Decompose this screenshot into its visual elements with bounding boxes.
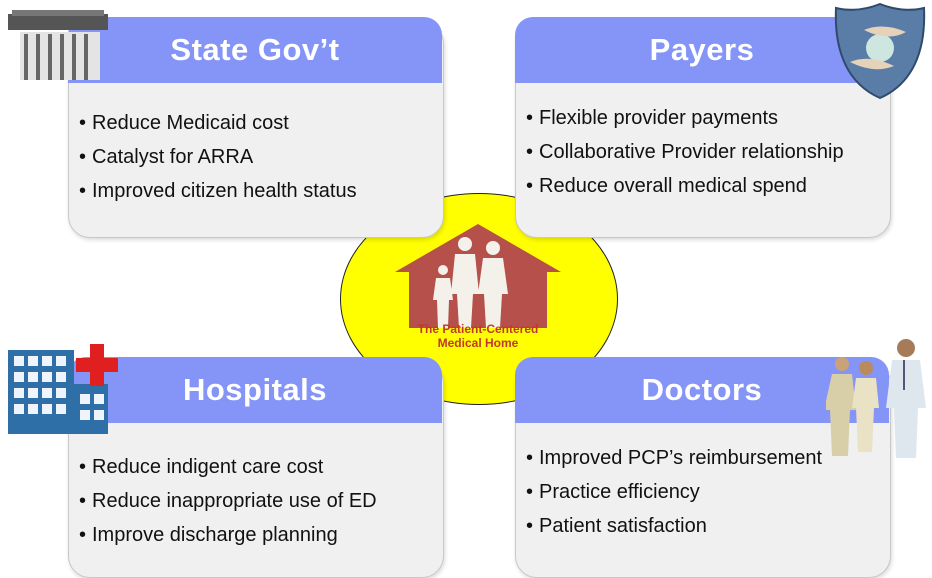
hospital-building-icon <box>8 344 118 434</box>
doctors-list: Improved PCP’s reimbursement Practice ef… <box>526 445 876 547</box>
state-gov-list: Reduce Medicaid cost Catalyst for ARRA I… <box>79 110 429 212</box>
list-item: Reduce inappropriate use of ED <box>79 488 434 514</box>
list-item: Improved PCP’s reimbursement <box>526 445 876 471</box>
medical-home-label: The Patient-Centered Medical Home <box>370 322 586 350</box>
list-item: Reduce overall medical spend <box>526 173 876 199</box>
doctors-banner: Doctors <box>515 357 889 423</box>
hospitals-list: Reduce indigent care cost Reduce inappro… <box>79 454 434 556</box>
hospitals-title: Hospitals <box>182 372 328 407</box>
list-item: Flexible provider payments <box>526 105 876 131</box>
hospitals-banner: Hospitals <box>68 357 442 423</box>
doctors-title: Doctors <box>641 372 763 407</box>
shield-hand-icon <box>834 2 926 100</box>
state-gov-title: State Gov’t <box>170 32 340 67</box>
list-item: Reduce indigent care cost <box>79 454 434 480</box>
payers-list: Flexible provider payments Collaborative… <box>526 105 876 207</box>
payers-banner: Payers <box>515 17 889 83</box>
list-item: Catalyst for ARRA <box>79 144 429 170</box>
list-item: Patient satisfaction <box>526 513 876 539</box>
medical-home-label-line1: The Patient-Centered <box>417 322 539 336</box>
list-item: Improve discharge planning <box>79 522 434 548</box>
list-item: Practice efficiency <box>526 479 876 505</box>
doctors-group-icon <box>826 339 926 458</box>
list-item: Reduce Medicaid cost <box>79 110 429 136</box>
house-icon <box>395 224 561 328</box>
list-item: Improved citizen health status <box>79 178 429 204</box>
list-item: Collaborative Provider relationship <box>526 139 876 165</box>
medical-home-label-line2: Medical Home <box>437 336 519 350</box>
payers-title: Payers <box>649 32 755 67</box>
column-icon <box>8 10 108 80</box>
state-gov-banner: State Gov’t <box>68 17 442 83</box>
